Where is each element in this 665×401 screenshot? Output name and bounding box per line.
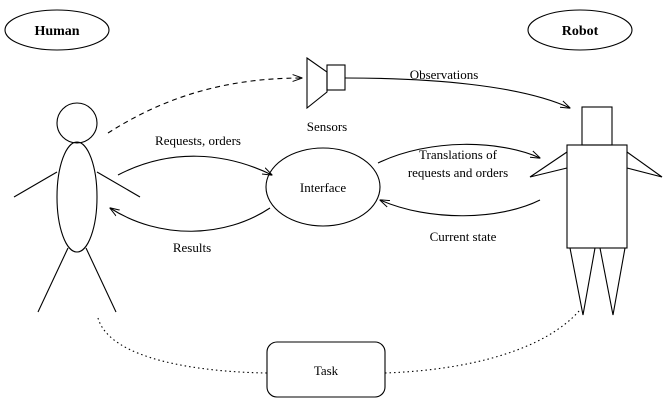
human-to-sensors-arrow [107,78,302,134]
results-arrow [110,208,271,232]
human-label: Human [34,24,79,39]
interface-node: Interface [265,147,381,227]
sensors-node: Sensors [306,56,347,134]
robot-task-dotted-link [384,309,581,374]
results-label: Results [173,240,211,255]
sensors-label: Sensors [307,119,347,134]
task-node: Task [266,341,386,398]
human-figure [13,102,141,313]
translations-arrow [377,143,540,164]
human-task-dotted-link [97,317,268,374]
translations-label-line1: Translations of [419,147,498,162]
current-state-arrow [380,200,541,217]
human-label-oval: Human [4,9,110,51]
interface-label: Interface [300,180,346,195]
robot-label: Robot [562,24,599,39]
task-label: Task [314,363,339,378]
requests-label: Requests, orders [155,133,241,148]
robot-figure [529,106,663,316]
current-state-label: Current state [430,229,497,244]
requests-arrow [117,155,272,175]
translations-label-line2: requests and orders [408,165,508,180]
robot-label-oval: Robot [527,9,633,51]
observations-label: Observations [410,67,479,82]
observations-arrow [344,77,570,108]
